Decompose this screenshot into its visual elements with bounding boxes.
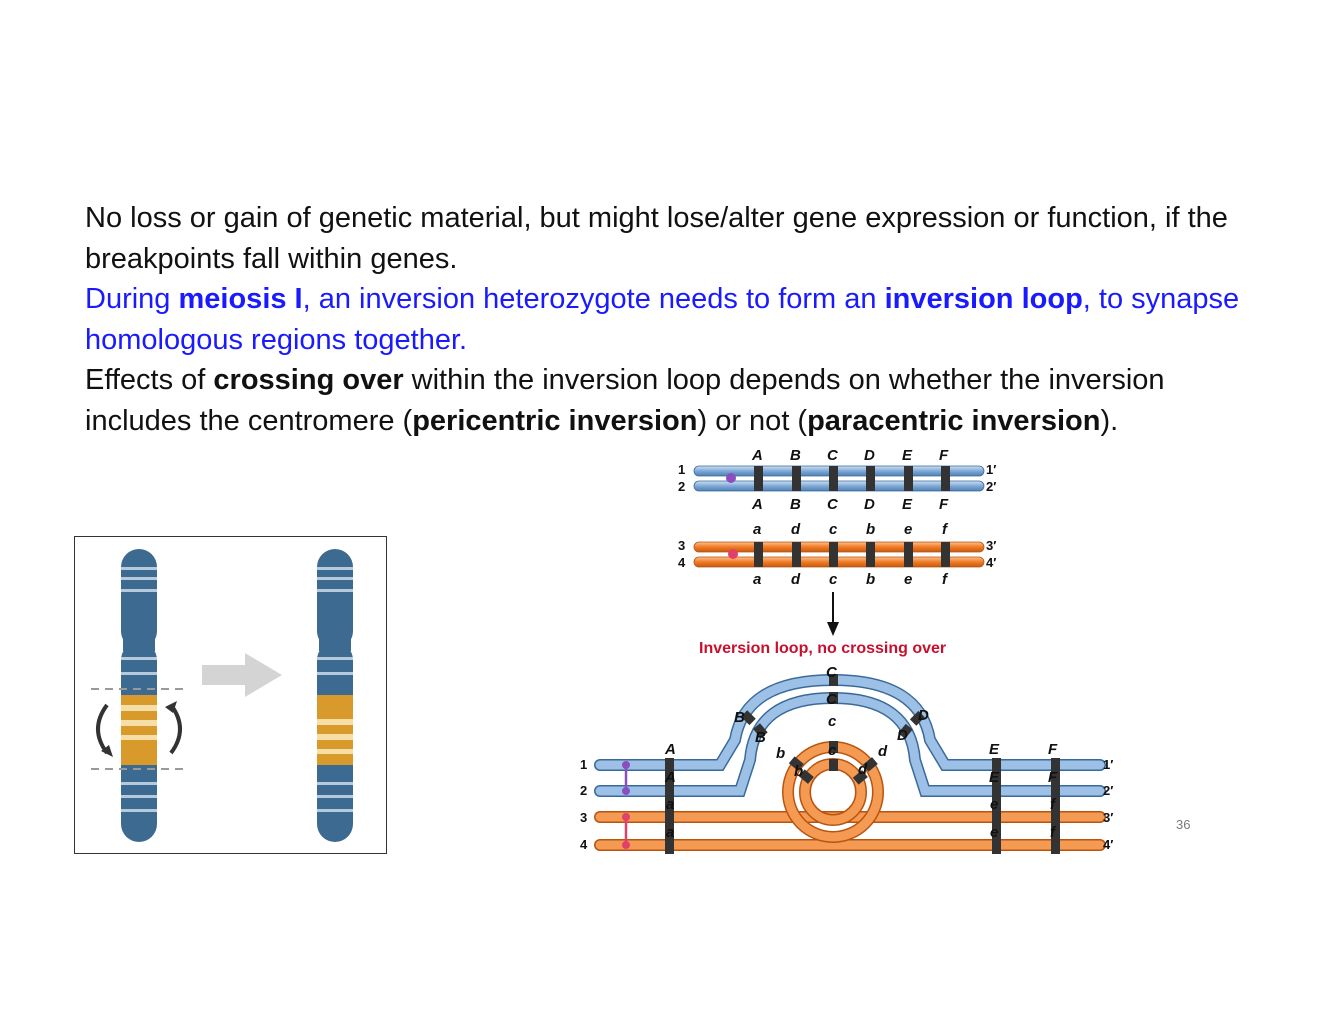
- strand-number: 4: [580, 837, 588, 852]
- strand-number: 3′: [1103, 810, 1113, 825]
- gene-label-bottom: a: [753, 571, 761, 588]
- original-chromosome: [91, 549, 187, 842]
- gene-label-top: F: [939, 447, 949, 464]
- text-run: No loss or gain of genetic material, but…: [85, 202, 1228, 275]
- chromosome-inversion-figure: [74, 536, 387, 854]
- strand-number: 3: [678, 538, 685, 553]
- loop-caption: Inversion loop, no crossing over: [699, 640, 946, 657]
- loop-label: c: [828, 742, 837, 759]
- loop-label: B: [755, 729, 766, 746]
- inversion-loop-diagram: [594, 673, 1106, 854]
- gene-label-top: e: [904, 521, 912, 538]
- gene-label-bottom: e: [904, 571, 912, 588]
- gene-label-bottom: B: [790, 496, 801, 513]
- strand-number: 1: [580, 757, 587, 772]
- text-run: During: [85, 283, 179, 315]
- gene-label-bottom: b: [866, 571, 875, 588]
- text-run: , to synapse homologous regions together…: [85, 283, 1240, 356]
- normal-chromosome-pair: [693, 465, 985, 492]
- inversion-loop-svg: A B C D E F A B C D E F 1 2 1′ 2′: [580, 447, 1113, 854]
- mid-gene-labels: a d c b e f a d c b e f: [753, 521, 949, 588]
- loop-label: C: [826, 664, 838, 681]
- gene-label-top: E: [902, 447, 913, 464]
- gene-label-bottom: D: [864, 496, 875, 513]
- text-run: , an inversion heterozygote needs to for…: [302, 283, 885, 315]
- body-paragraph: No loss or gain of genetic material, but…: [85, 198, 1265, 279]
- strand-number: 1: [678, 462, 685, 477]
- loop-label: c: [828, 713, 837, 730]
- gene-label-top: b: [866, 521, 875, 538]
- bold-term: inversion loop: [884, 283, 1083, 315]
- gene-label-bottom: c: [829, 571, 838, 588]
- strand-number: 4′: [1103, 837, 1113, 852]
- strand-number: 4: [678, 555, 686, 570]
- top-gene-labels: A B C D E F A B C D E F: [751, 447, 949, 513]
- inverted-chromosome: [317, 549, 353, 842]
- loop-label: C: [826, 691, 838, 708]
- strand-number: 2: [580, 783, 587, 798]
- gene-label-top: f: [942, 521, 949, 538]
- loop-label: d: [878, 743, 888, 760]
- body-paragraph: Effects of crossing over within the inve…: [85, 360, 1265, 441]
- text-run: ) or not (: [697, 404, 808, 437]
- gene-label-top: D: [864, 447, 875, 464]
- loop-label: e: [990, 796, 998, 813]
- loop-label: b: [776, 745, 785, 762]
- gene-label-bottom: F: [939, 496, 949, 513]
- loop-label: E: [989, 769, 1000, 786]
- loop-label: e: [990, 824, 998, 841]
- inverted-chromosome-pair: [693, 541, 985, 568]
- down-arrow-icon: [827, 592, 839, 636]
- loop-label: E: [989, 741, 1000, 758]
- loop-label: a: [666, 796, 674, 813]
- bold-term: pericentric inversion: [412, 404, 698, 437]
- gene-label-bottom: E: [902, 496, 913, 513]
- gene-label-top: d: [791, 521, 801, 538]
- gene-label-bottom: A: [751, 496, 763, 513]
- loop-label: f: [1050, 824, 1057, 841]
- gene-label-bottom: f: [942, 571, 949, 588]
- bold-term: crossing over: [213, 364, 404, 396]
- text-run: Effects of: [85, 364, 214, 396]
- loop-gene-labels: C C B B D D c c b b d d A A a a E E e e …: [664, 664, 1058, 841]
- gene-label-top: a: [753, 521, 761, 538]
- transition-arrow: [202, 653, 282, 697]
- loop-label: a: [666, 824, 674, 841]
- page-number: 36: [1176, 817, 1191, 832]
- gene-label-top: B: [790, 447, 801, 464]
- loop-label: b: [794, 763, 803, 780]
- strand-number: 2′: [986, 479, 996, 494]
- loop-label: d: [858, 761, 868, 778]
- gene-label-top: c: [829, 521, 838, 538]
- strand-number: 1′: [986, 462, 996, 477]
- strand-number: 3′: [986, 538, 996, 553]
- gene-label-bottom: C: [827, 496, 839, 513]
- bold-term: meiosis I: [178, 283, 303, 315]
- loop-label: D: [897, 727, 908, 744]
- loop-label: A: [664, 741, 676, 758]
- loop-label: f: [1050, 796, 1057, 813]
- strand-number: 1′: [1103, 757, 1113, 772]
- loop-label: B: [734, 709, 745, 726]
- inversion-loop-figure: A B C D E F A B C D E F 1 2 1′ 2′: [570, 440, 1130, 860]
- loop-label: F: [1048, 769, 1058, 786]
- bold-term: paracentric inversion: [807, 404, 1101, 437]
- text-run: ).: [1100, 404, 1119, 437]
- chromosome-inversion-svg: [91, 549, 353, 842]
- text-run: within the inversion loop depends on whe…: [85, 364, 1165, 437]
- gene-label-bottom: d: [791, 571, 801, 588]
- loop-label: F: [1048, 741, 1058, 758]
- gene-label-top: A: [751, 447, 763, 464]
- strand-number: 2: [678, 479, 685, 494]
- body-paragraph: During meiosis I, an inversion heterozyg…: [85, 279, 1265, 360]
- gene-label-top: C: [827, 447, 839, 464]
- strand-number: 2′: [1103, 783, 1113, 798]
- strand-number: 4′: [986, 555, 996, 570]
- slide-body-text: No loss or gain of genetic material, but…: [85, 198, 1265, 441]
- strand-number: 3: [580, 810, 587, 825]
- loop-label: D: [918, 707, 929, 724]
- loop-label: A: [664, 769, 676, 786]
